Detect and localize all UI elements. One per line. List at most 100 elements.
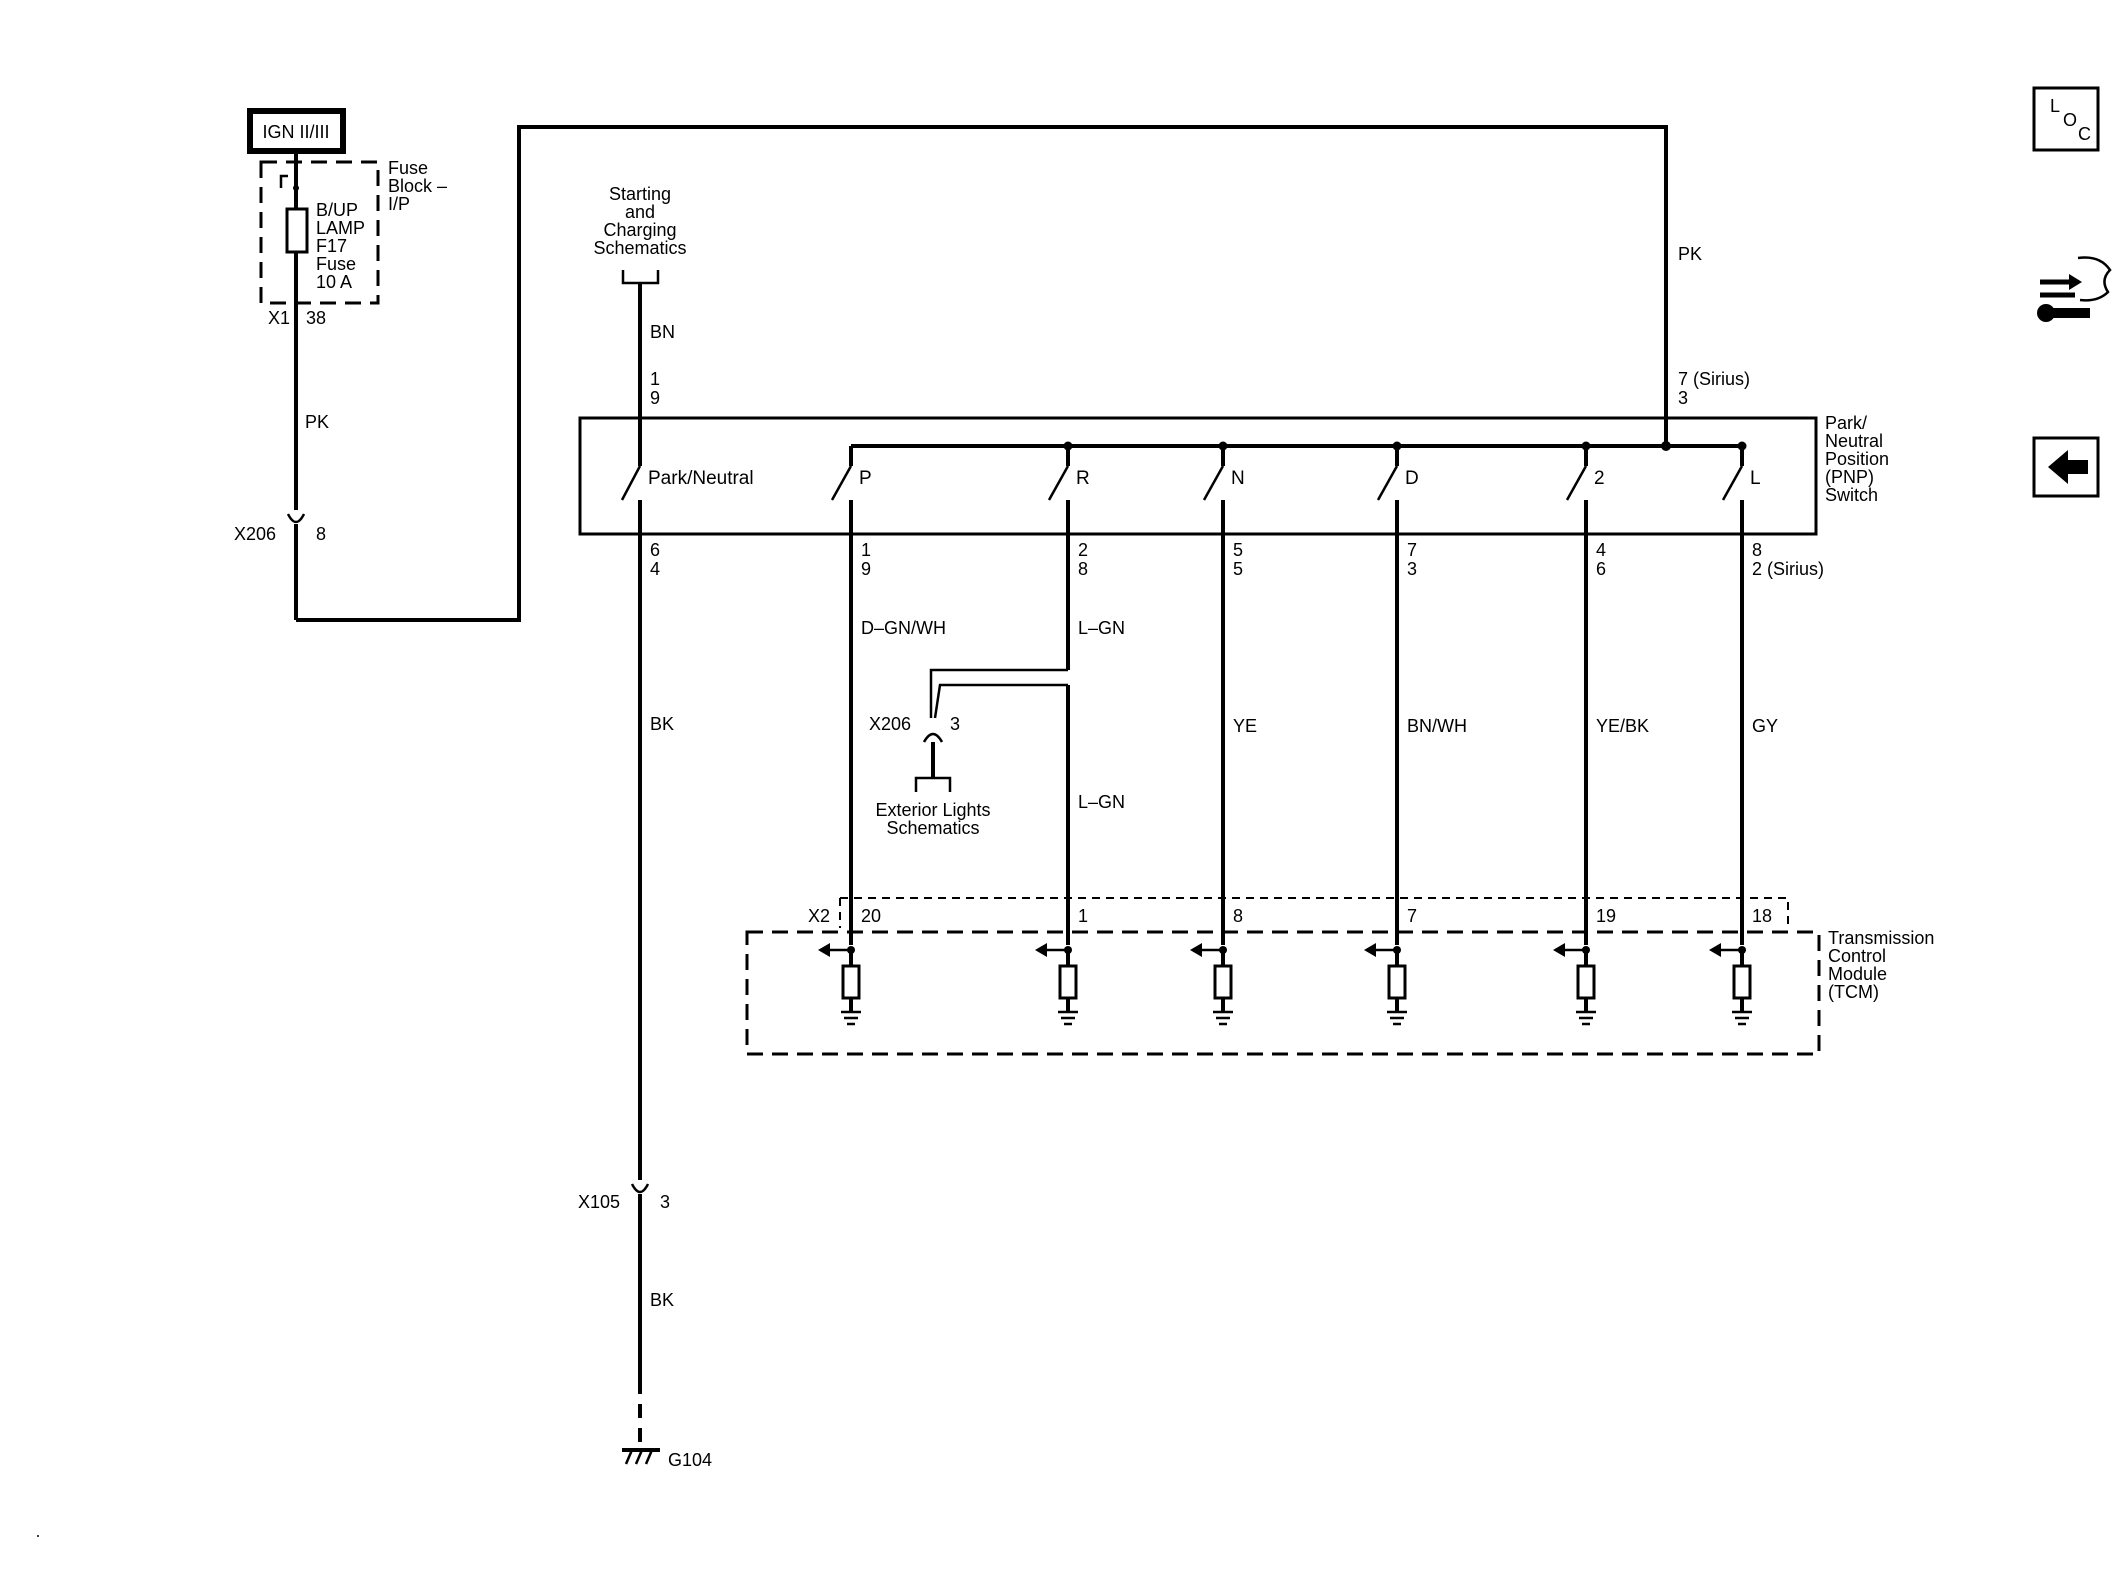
pnp-top-pin-pk-1: 7 (Sirius) xyxy=(1678,369,1750,389)
pnp-top-pin-bn-2: 9 xyxy=(650,388,660,408)
wire-p: D–GN/WH xyxy=(861,618,946,638)
tcm-input-p xyxy=(818,943,861,1026)
switch-park-neutral: Park/Neutral xyxy=(648,468,754,489)
wire-d: BN/WH xyxy=(1407,716,1467,736)
ref-exterior-1: Exterior Lights xyxy=(875,800,990,820)
fuse-block: Fuse Block – I/P B/UP LAMP F17 Fuse 10 A… xyxy=(259,151,447,328)
pnp-label-4: (PNP) xyxy=(1825,467,1874,487)
fuse-name-2: LAMP xyxy=(316,218,365,238)
pnp-switch: Park/ Neutral Position (PNP) Switch Park… xyxy=(578,413,1889,536)
pin-l-2: 2 (Sirius) xyxy=(1752,559,1824,579)
pin-2-2: 6 xyxy=(1596,559,1606,579)
ref-starting-3: Charging xyxy=(603,220,676,240)
pk-feed-circuit: PK PK X206 8 7 (Sirius) 3 xyxy=(234,125,1750,622)
ref-starting-4: Schematics xyxy=(593,238,686,258)
fuse-name-1: B/UP xyxy=(316,200,358,220)
x206-left-name: X206 xyxy=(234,524,276,544)
scan-speck xyxy=(37,1535,39,1537)
switch-n: N xyxy=(1231,468,1245,489)
tcm-pin-1: 1 xyxy=(1078,906,1088,926)
fuse-pin-38: 38 xyxy=(306,308,326,328)
x206-mid-pin: 3 xyxy=(950,714,960,734)
wire-n: YE xyxy=(1233,716,1257,736)
loc-letter-c: C xyxy=(2078,124,2091,144)
tcm-label-2: Control xyxy=(1828,946,1886,966)
ref-starting-2: and xyxy=(625,202,655,222)
fuse-block-label-1: Fuse xyxy=(388,158,428,178)
tcm-pin-8: 8 xyxy=(1233,906,1243,926)
connector-tool-icon[interactable] xyxy=(2037,256,2112,323)
pin-pn-2: 4 xyxy=(650,559,660,579)
x105-name: X105 xyxy=(578,1192,620,1212)
wire-pk-left: PK xyxy=(305,412,329,432)
x206-exterior-lights-branch: X206 3 Exterior Lights Schematics xyxy=(869,714,991,838)
pin-pn-1: 6 xyxy=(650,540,660,560)
back-arrow-icon[interactable] xyxy=(2032,436,2100,498)
pin-r-2: 8 xyxy=(1078,559,1088,579)
x105-pin: 3 xyxy=(660,1192,670,1212)
loc-letter-l: L xyxy=(2050,96,2060,116)
tcm-pin-18: 18 xyxy=(1752,906,1772,926)
wire-pk-top: PK xyxy=(1678,244,1702,264)
tcm-pin-20: 20 xyxy=(861,906,881,926)
switch-r: R xyxy=(1076,468,1090,489)
pin-n-2: 5 xyxy=(1233,559,1243,579)
loc-icon[interactable]: L O C xyxy=(2032,86,2100,152)
wire-bk-lower: BK xyxy=(650,1290,674,1310)
fuse-name-4: Fuse xyxy=(316,254,356,274)
ign-power-label: IGN II/III xyxy=(247,108,346,154)
pnp-label-1: Park/ xyxy=(1825,413,1867,433)
wire-bn: BN xyxy=(650,322,675,342)
pin-p-1: 1 xyxy=(861,540,871,560)
ground-g104: G104 xyxy=(668,1450,712,1470)
fuse-connector-x1: X1 xyxy=(268,308,290,328)
fuse-block-label-2: Block – xyxy=(388,176,447,196)
pnp-top-pin-bn-1: 1 xyxy=(650,369,660,389)
ign-text: IGN II/III xyxy=(262,122,329,142)
pnp-label-3: Position xyxy=(1825,449,1889,469)
wire-r-upper: L–GN xyxy=(1078,618,1125,638)
ref-exterior-2: Schematics xyxy=(886,818,979,838)
wire-2: YE/BK xyxy=(1596,716,1649,736)
tcm-input-2 xyxy=(1553,943,1596,1026)
pnp-bottom-pins: 6 4 1 9 2 8 5 5 7 3 4 6 8 2 (Sirius) xyxy=(650,540,1824,579)
x206-mid-name: X206 xyxy=(869,714,911,734)
switch-d: D xyxy=(1405,468,1419,489)
pin-p-2: 9 xyxy=(861,559,871,579)
fuse-block-label-3: I/P xyxy=(388,194,410,214)
pnp-top-pin-pk-2: 3 xyxy=(1678,388,1688,408)
x2-connector: X2 xyxy=(808,906,830,926)
loc-letter-o: O xyxy=(2063,110,2077,130)
tcm-input-n xyxy=(1190,943,1233,1026)
pin-2-1: 4 xyxy=(1596,540,1606,560)
ref-starting-1: Starting xyxy=(609,184,671,204)
wire-l: GY xyxy=(1752,716,1778,736)
tcm-label-1: Transmission xyxy=(1828,928,1934,948)
fuse-name-3: F17 xyxy=(316,236,347,256)
tcm-input-l xyxy=(1709,943,1752,1026)
starting-charging-reference: Starting and Charging Schematics BN 1 9 xyxy=(593,184,687,466)
wire-bk-upper: BK xyxy=(650,714,674,734)
pin-n-1: 5 xyxy=(1233,540,1243,560)
pnp-label-2: Neutral xyxy=(1825,431,1883,451)
tcm-input-r xyxy=(1035,943,1078,1026)
tcm-input-d xyxy=(1364,943,1407,1026)
pin-l-1: 8 xyxy=(1752,540,1762,560)
tcm-module: X2 20 1 8 7 19 18 Transmission Control M… xyxy=(745,897,1934,1056)
pnp-label-5: Switch xyxy=(1825,485,1878,505)
x206-left-pin: 8 xyxy=(316,524,326,544)
switch-l: L xyxy=(1750,468,1761,489)
tcm-pin-19: 19 xyxy=(1596,906,1616,926)
wire-r-lower: L–GN xyxy=(1078,792,1125,812)
pin-r-1: 2 xyxy=(1078,540,1088,560)
ground-circuit: BK X105 3 BK G104 xyxy=(578,500,712,1470)
pin-d-2: 3 xyxy=(1407,559,1417,579)
tcm-label-4: (TCM) xyxy=(1828,982,1879,1002)
pin-d-1: 7 xyxy=(1407,540,1417,560)
fuse-name-5: 10 A xyxy=(316,272,352,292)
signal-wires: D–GN/WH L–GN L–GN YE BN/WH YE/BK GY xyxy=(849,500,1778,945)
tcm-label-3: Module xyxy=(1828,964,1887,984)
tcm-pin-7: 7 xyxy=(1407,906,1417,926)
switch-2: 2 xyxy=(1594,468,1605,489)
